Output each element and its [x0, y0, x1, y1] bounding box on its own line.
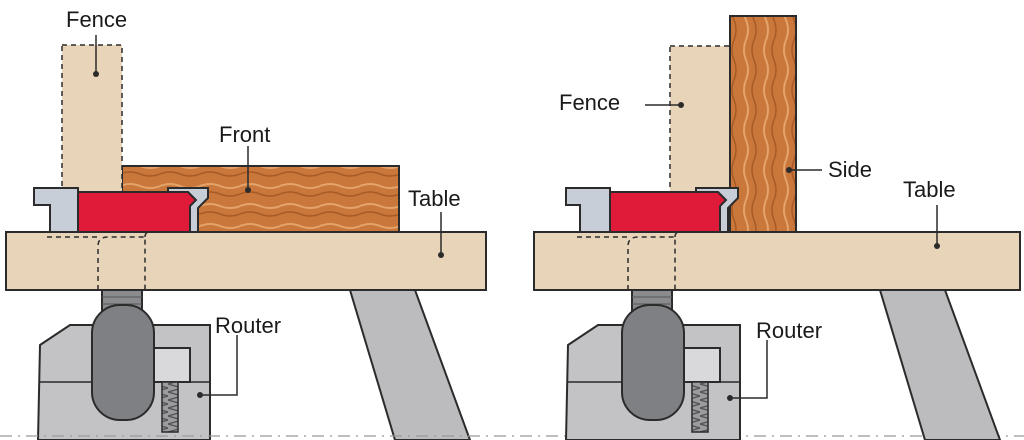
table-leg — [348, 289, 472, 440]
label-router: Router — [756, 318, 822, 343]
router-collar — [149, 347, 191, 383]
label-workpiece: Side — [828, 157, 872, 182]
router-thread-icon — [161, 381, 179, 433]
label-router: Router — [215, 313, 281, 338]
label-table: Table — [903, 177, 956, 202]
table-leg — [878, 289, 1002, 440]
workpiece-side — [729, 15, 797, 233]
bearing-left — [33, 187, 79, 233]
router-table — [533, 231, 1021, 291]
router-collar — [679, 347, 721, 383]
label-table: Table — [408, 186, 461, 211]
router-knob — [91, 304, 155, 421]
bearing-right — [695, 187, 739, 233]
bearing-left — [565, 187, 611, 233]
router-knob — [621, 304, 685, 421]
label-fence: Fence — [559, 90, 620, 115]
front-diagram: Fence Front Table Router — [5, 7, 487, 440]
fence — [669, 45, 731, 197]
bearing-right — [167, 187, 209, 233]
label-fence: Fence — [66, 7, 127, 32]
side-diagram: Fence Side Table Router — [533, 15, 1021, 440]
router-bit — [59, 191, 198, 233]
router-table — [5, 231, 487, 291]
label-workpiece: Front — [219, 122, 270, 147]
router-thread-icon — [691, 381, 709, 433]
fence — [61, 44, 123, 196]
